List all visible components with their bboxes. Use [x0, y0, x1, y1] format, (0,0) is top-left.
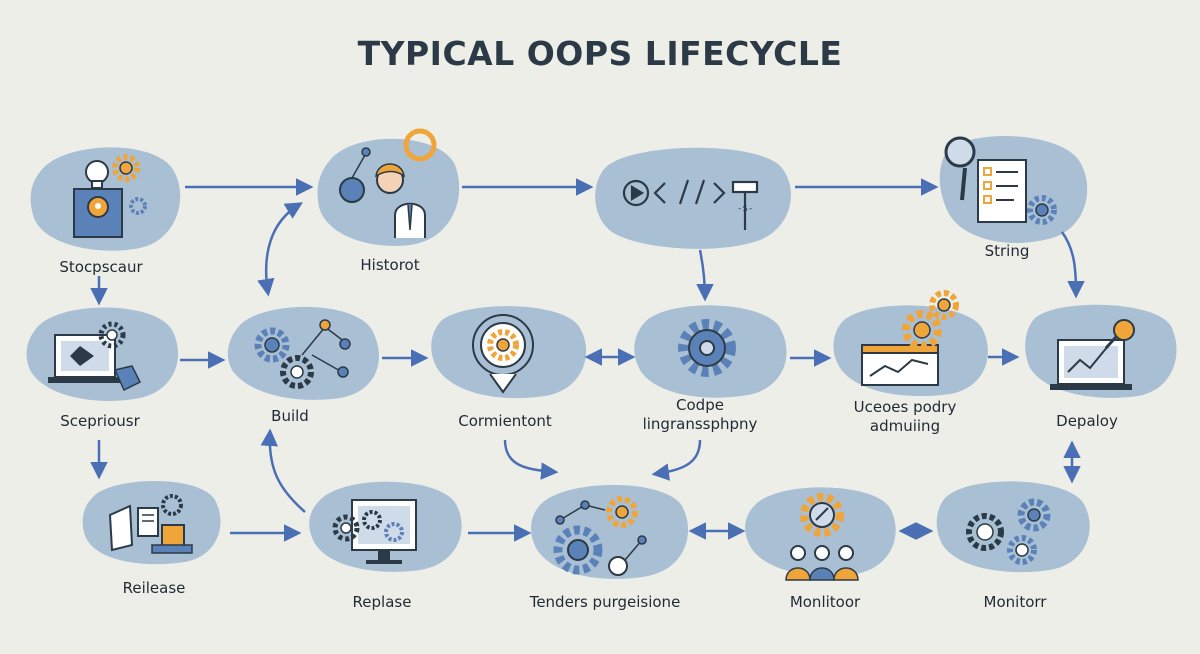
blob-n14: [745, 487, 896, 576]
chart-gear-icon: [861, 290, 959, 386]
laptop-chart-icon: [1050, 319, 1135, 390]
arrow-n7-n13: [503, 439, 559, 480]
monitor-gears-icon: [332, 499, 417, 564]
person-icon: [339, 128, 437, 238]
code-icon: -$-: [622, 179, 759, 230]
node-label-uceoes: Uceoes podry admuiing: [853, 398, 957, 435]
node-label-monlitoor: Monlitoor: [789, 593, 861, 611]
arrow-n3-n8: [696, 249, 714, 302]
blob-n3: [595, 147, 791, 249]
arrow-n6-n2: [257, 202, 303, 297]
package-icon: [108, 494, 193, 554]
node-label-tenders: Tenders purgeisione: [529, 593, 681, 611]
arrow-n12-n6: [260, 428, 306, 513]
node-label-replase: Replase: [352, 593, 412, 611]
pin-gear-icon: [73, 154, 147, 238]
node-label-reilease: Reilease: [122, 579, 186, 597]
node-label-monitorr: Monitorr: [983, 593, 1047, 611]
checklist-icon: [944, 136, 1057, 225]
node-label-cormientont: Cormientont: [458, 412, 552, 430]
node-label-string: String: [984, 242, 1030, 260]
team-gear-icon: [785, 493, 859, 581]
gears-icon: [254, 319, 351, 389]
svg-text:-$-: -$-: [737, 204, 753, 214]
laptop-icon: [48, 321, 142, 392]
node-label-depaloy: Depaloy: [1056, 412, 1118, 430]
arrow-n4-n10: [1060, 231, 1085, 299]
gear-icon: [472, 314, 534, 394]
node-label-scepriousr: Scepriousr: [60, 412, 140, 430]
node-label-stocpscaur: Stocpscaur: [59, 258, 143, 276]
gears-icon: [966, 498, 1051, 565]
flow-arrows: [90, 178, 1085, 542]
gear-icon: [678, 319, 736, 377]
node-label-historot: Historot: [360, 256, 420, 274]
gears-icon: [553, 496, 647, 576]
node-label-codpe: Codpe lingranssphpny: [642, 396, 758, 433]
arrow-n8-n13: [651, 439, 702, 481]
node-label-build: Build: [271, 407, 309, 425]
blob-n15: [936, 481, 1090, 573]
diagram-title: TYPICAL OOPS LIFECYCLE: [357, 34, 843, 73]
